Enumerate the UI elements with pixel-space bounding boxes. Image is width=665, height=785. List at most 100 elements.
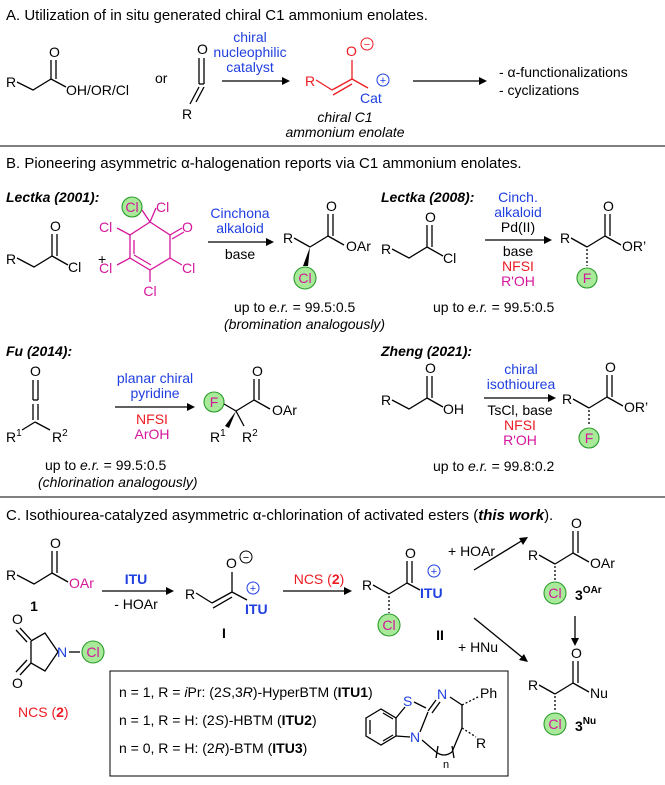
o-label: O (49, 44, 60, 60)
note-fu-2014: (chlorination analogously) (38, 474, 198, 490)
ref-lectka-2001: Lectka (2001): (6, 189, 99, 205)
svg-text:ArOH: ArOH (135, 426, 170, 442)
svg-text:Cl: Cl (86, 644, 99, 660)
svg-text:F: F (210, 394, 219, 410)
svg-text:+: + (431, 566, 437, 578)
legend-line-1: n = 1, R = iPr: (2S,3R)-HyperBTM (ITU1) (119, 684, 373, 700)
svg-text:ITU: ITU (125, 571, 148, 587)
svg-text:+: + (250, 583, 256, 595)
svg-text:S: S (403, 693, 412, 709)
alpha-chloro-ester: R O OAr Cl (283, 198, 371, 290)
svg-text:F: F (583, 270, 592, 286)
svg-text:ITU: ITU (245, 601, 268, 617)
note-lectka-2001: (bromination analogously) (224, 316, 385, 332)
svg-text:R: R (283, 230, 293, 246)
svg-text:Cinchona: Cinchona (210, 205, 269, 221)
svg-text:pyridine: pyridine (130, 385, 179, 401)
panel-b: B. Pioneering asymmetric α-halogenation … (6, 155, 648, 490)
svg-text:chiral: chiral (504, 361, 537, 377)
svg-text:Cinch.: Cinch. (498, 189, 538, 205)
alpha-fluoro-ester: R O OR’ F (562, 359, 648, 449)
svg-text:NFSI: NFSI (502, 258, 534, 274)
svg-text:OAr: OAr (346, 238, 371, 254)
ammonium-enolate: R O − Cat + (305, 37, 390, 106)
svg-text:−: − (243, 552, 249, 564)
cat-label: Cat (360, 90, 382, 106)
enolate-label-line-1: chiral C1 (317, 109, 372, 125)
svg-text:Ph: Ph (480, 685, 497, 701)
enolate-label-line-2: ammonium enolate (285, 124, 404, 140)
ncs-arrow-label: NCS (2) (294, 571, 345, 587)
hexachlorocyclohexadienone: Cl Cl O Cl Cl Cl Cl (99, 196, 195, 299)
svg-text:base: base (225, 246, 256, 262)
svg-text:F: F (585, 430, 594, 446)
svg-text:R1: R1 (210, 428, 226, 445)
svg-text:R2: R2 (242, 428, 258, 445)
r-label: R (305, 73, 315, 89)
svg-text:isothiourea: isothiourea (487, 376, 556, 392)
svg-text:OR’: OR’ (622, 238, 646, 254)
acid-chloride: R O Cl (6, 218, 81, 275)
svg-text:R: R (562, 391, 572, 407)
r-label: R (182, 106, 192, 122)
svg-text:R: R (6, 251, 16, 267)
svg-text:Cl: Cl (298, 270, 311, 286)
or-label: or (155, 70, 168, 86)
svg-text:R: R (476, 735, 486, 751)
svg-text:Nu: Nu (590, 685, 608, 701)
disubstituted-ketene: O R1 R2 (6, 363, 68, 445)
svg-text:3OAr: 3OAr (575, 585, 602, 603)
svg-text:O: O (605, 359, 616, 375)
svg-text:OR’: OR’ (624, 399, 648, 415)
activated-ester: R O OAr (6, 535, 94, 591)
svg-text:alkaloid: alkaloid (216, 220, 263, 236)
svg-text:Cl: Cl (548, 585, 561, 601)
svg-text:Cl: Cl (182, 260, 195, 276)
svg-text:NFSI: NFSI (504, 417, 536, 433)
svg-text:O: O (50, 218, 61, 234)
chlorine-highlight-icon (543, 712, 567, 736)
svg-text:alkaloid: alkaloid (494, 204, 541, 220)
catalyst-line-3: catalyst (226, 59, 274, 75)
alpha-fluoro-ester: F O OAr R1 R2 (203, 363, 297, 445)
svg-text:- HOAr: - HOAr (114, 596, 158, 612)
carboxylic-acid: R O OH (381, 360, 464, 417)
svg-text:TsCl, base: TsCl, base (487, 402, 553, 418)
catalyst-line-1: chiral (233, 29, 266, 45)
outcome-1: - α-functionalizations (499, 64, 628, 80)
svg-text:R: R (528, 677, 538, 693)
er-lectka-2001: up to e.r. = 99.5:0.5 (234, 299, 356, 315)
svg-text:base: base (503, 243, 534, 259)
panel-a-title: A. Utilization of in situ generated chir… (6, 7, 428, 24)
ref-fu-2014: Fu (2014): (6, 343, 72, 359)
svg-text:n: n (443, 759, 449, 771)
svg-text:OAr: OAr (69, 575, 94, 591)
ncs: O O N Cl (12, 611, 105, 691)
catalyst-legend-box (109, 670, 509, 777)
positive-charge-icon (376, 73, 390, 87)
svg-text:R'OH: R'OH (501, 273, 535, 289)
svg-text:R: R (560, 230, 570, 246)
panel-b-title: B. Pioneering asymmetric α-halogenation … (6, 155, 522, 172)
r-label: R (6, 74, 16, 90)
ncs-label: NCS (2) (18, 704, 69, 720)
chlorine-highlight-icon (121, 196, 143, 218)
positive-charge-icon (427, 564, 441, 578)
svg-text:OAr: OAr (590, 555, 615, 571)
chlorine-highlight-icon (293, 266, 317, 290)
ref-lectka-2008: Lectka (2008): (381, 189, 474, 205)
er-zheng-2021: up to e.r. = 99.8:0.2 (433, 458, 555, 474)
svg-text:R1: R1 (6, 428, 22, 445)
svg-text:R: R (528, 547, 538, 563)
svg-text:O: O (12, 675, 23, 691)
svg-text:Pd(II): Pd(II) (501, 219, 535, 235)
svg-text:N: N (57, 644, 67, 660)
carboxylic-substrate: R O OH/OR/Cl (6, 44, 129, 98)
svg-text:N: N (437, 686, 447, 702)
negative-charge-icon (239, 550, 253, 564)
intermediate-i-label: I (222, 625, 226, 641)
svg-text:O: O (425, 360, 436, 376)
fluorine-highlight-icon (578, 427, 600, 449)
ref-zheng-2021: Zheng (2021): (380, 343, 472, 359)
